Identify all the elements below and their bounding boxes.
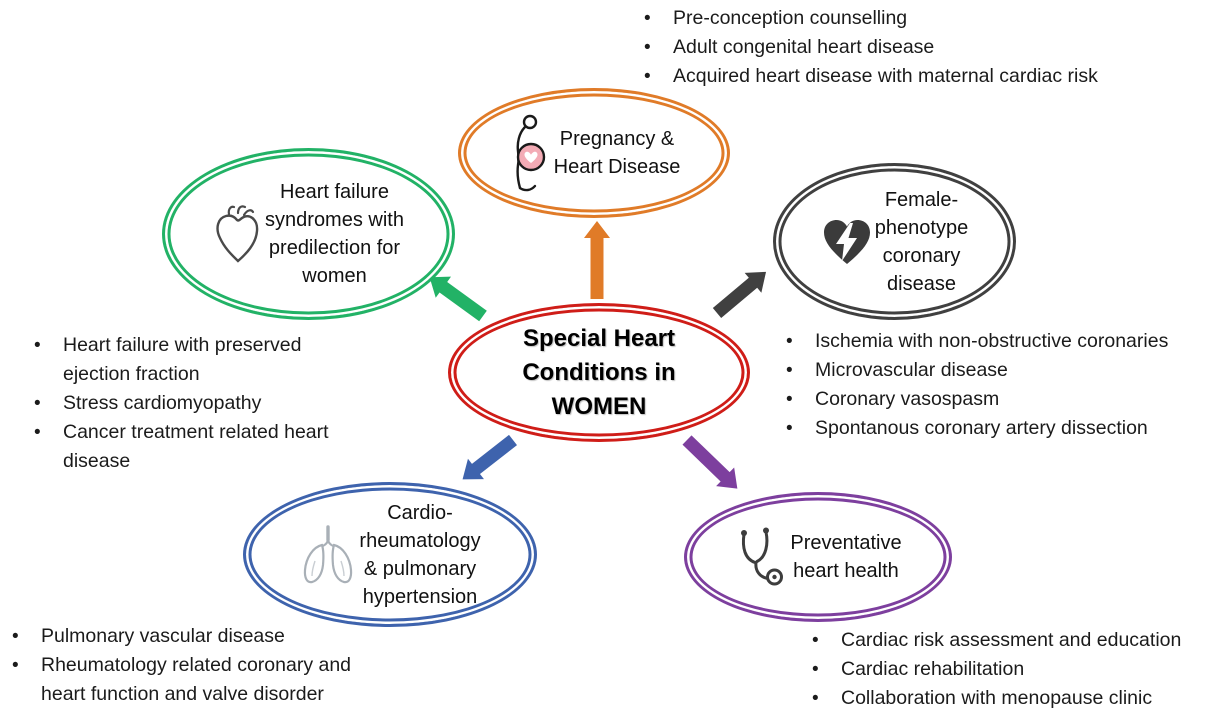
arrow-to-preventative [682,435,738,489]
list-item: Coronary vasospasm [782,385,1231,414]
heart-failure-bullet-list: Heart failure with preserved ejection fr… [30,331,400,476]
pregnancy-bullet-list: Pre-conception counselling Adult congeni… [640,4,1225,91]
heart-lightning-icon [821,218,873,266]
cardio-rheumatology-bullet-list: Pulmonary vascular disease Rheumatology … [8,622,438,709]
preventative-bullet-list: Cardiac risk assessment and education Ca… [808,626,1231,713]
node-preventative: Preventative heart health [684,492,952,622]
list-item: Cardiac rehabilitation [808,655,1231,684]
node-cardio-rheumatology: Cardio- rheumatology & pulmonary hyperte… [243,482,537,627]
list-item: Pre-conception counselling [640,4,1225,33]
list-item: Cardiac risk assessment and education [808,626,1231,655]
arrow-to-cardio-rheumatology [462,434,518,480]
list-item: Stress cardiomyopathy [30,389,400,418]
female-phenotype-bullet-list: Ischemia with non-obstructive coronaries… [782,327,1231,443]
arrow-to-female-phenotype [712,271,767,318]
arrow-to-pregnancy [584,221,610,299]
list-item: Heart failure with preserved ejection fr… [30,331,400,389]
list-item: Rheumatology related coronary and heart … [8,651,438,709]
node-cardio-rheumatology-label: Cardio- rheumatology & pulmonary hyperte… [359,501,481,608]
list-item: Microvascular disease [782,356,1231,385]
node-female-phenotype: Female- phenotype coronary disease [773,163,1016,320]
node-pregnancy-label: Pregnancy & Heart Disease [553,128,681,178]
list-item: Spontanous coronary artery dissection [782,414,1231,443]
list-item: Pulmonary vascular disease [8,622,438,651]
list-item: Cancer treatment related heart disease [30,418,400,476]
node-female-phenotype-label: Female- phenotype coronary disease [874,188,969,295]
anatomical-heart-icon [213,204,263,264]
lungs-icon [299,524,357,585]
list-item: Adult congenital heart disease [640,33,1225,62]
node-pregnancy: Pregnancy & Heart Disease [458,88,730,218]
list-item: Ischemia with non-obstructive coronaries [782,327,1231,356]
center-node: Special Heart Conditions in WOMEN [448,303,750,442]
list-item: Acquired heart disease with maternal car… [640,62,1225,91]
list-item: Collaboration with menopause clinic [808,684,1231,713]
center-title: Special Heart Conditions in WOMEN [522,324,676,420]
node-heart-failure: Heart failure syndromes with predilectio… [162,148,455,320]
stethoscope-icon [734,526,788,588]
node-heart-failure-label: Heart failure syndromes with predilectio… [265,181,404,287]
pregnant-woman-icon [508,112,552,194]
node-preventative-label: Preventative heart health [790,532,902,582]
